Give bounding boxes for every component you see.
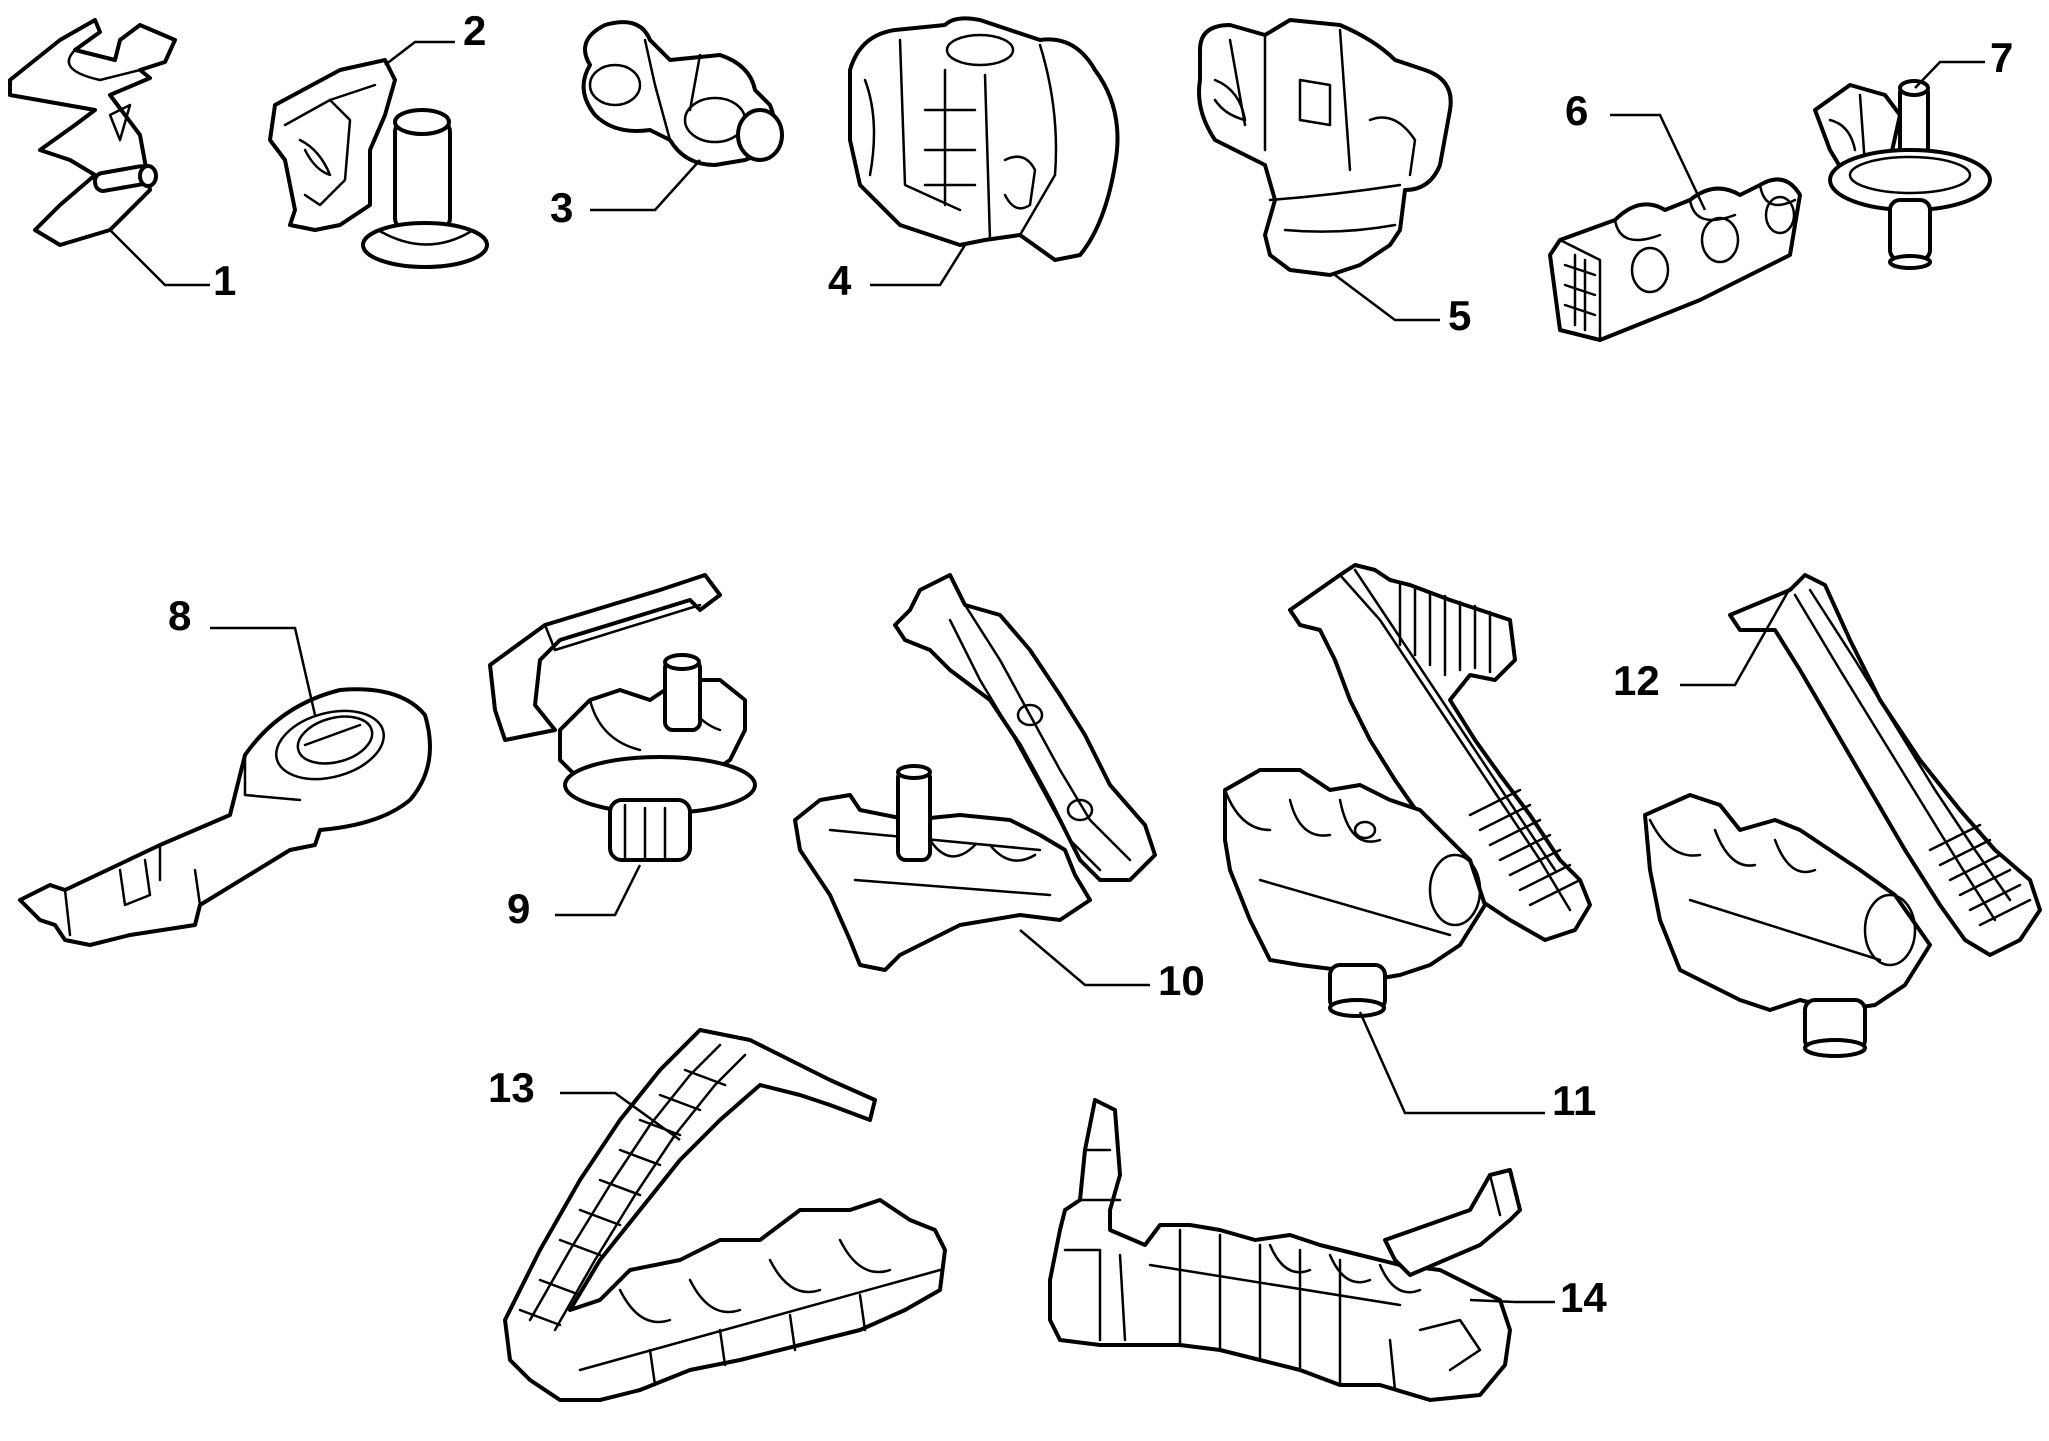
- leader-7: [1914, 60, 1985, 89]
- part-5-double-clip-base: [1197, 18, 1453, 277]
- part-6-triple-pipe-holder: [1548, 177, 1802, 342]
- leader-4: [870, 244, 967, 287]
- callout-5: 5: [1448, 292, 1471, 339]
- part-11-multi-holder-strap: [1223, 563, 1592, 1018]
- callout-13: 13: [488, 1064, 535, 1111]
- callout-2: 2: [463, 7, 486, 54]
- callout-8: 8: [168, 592, 191, 639]
- callout-12: 12: [1613, 657, 1660, 704]
- leader-10: [1019, 929, 1150, 987]
- leader-6: [1610, 113, 1707, 211]
- callout-14: 14: [1560, 1274, 1607, 1321]
- leader-2: [384, 40, 455, 66]
- leader-9: [555, 864, 642, 917]
- leader-8: [210, 626, 317, 716]
- callout-1: 1: [213, 257, 236, 304]
- leader-13: [560, 1091, 681, 1142]
- leader-1: [109, 229, 210, 287]
- leader-5: [1334, 274, 1440, 322]
- callout-11: 11: [1552, 1077, 1596, 1124]
- leader-3: [590, 159, 701, 212]
- leader-12: [1680, 587, 1792, 687]
- part-14-multi-slot-carrier: [1048, 1098, 1522, 1402]
- leader-11: [1358, 1011, 1545, 1115]
- part-7-small-stud-clip: [1813, 79, 1992, 270]
- part-3-double-pipe-clip: [581, 20, 784, 167]
- callout-7: 7: [1990, 34, 2013, 81]
- part-8-key-clip: [18, 687, 432, 947]
- part-12-triple-holder-strap: [1643, 573, 2042, 1058]
- part-9-hinged-pin-clip: [488, 573, 757, 862]
- part-1-bracket-clip: [8, 18, 177, 247]
- callout-6: 6: [1565, 87, 1588, 134]
- part-4-block-holder: [848, 16, 1120, 262]
- callout-9: 9: [507, 885, 530, 932]
- callout-4: 4: [828, 257, 852, 304]
- part-10-hinged-pipe-clip: [793, 573, 1157, 972]
- callout-3: 3: [550, 184, 573, 231]
- part-2-stud-clip: [268, 58, 489, 269]
- part-13-articulated-strap: [503, 1028, 947, 1402]
- leader-14: [1469, 1298, 1555, 1304]
- callout-10: 10: [1158, 957, 1205, 1004]
